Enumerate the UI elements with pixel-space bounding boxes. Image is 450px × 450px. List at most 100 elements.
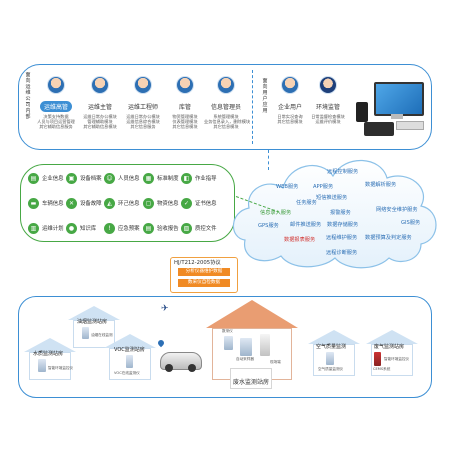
analyzer-device bbox=[374, 352, 381, 366]
monitoring-stations-panel bbox=[18, 296, 432, 398]
role-desc: 业务信息录入，删除模块 bbox=[204, 119, 251, 124]
monitor-icon bbox=[374, 82, 424, 116]
analyzer-device bbox=[260, 334, 270, 356]
cloud-service: 短信推送服务 bbox=[316, 195, 348, 201]
cloud-service: 报警服务 bbox=[330, 210, 351, 216]
module-label: 验收报告 bbox=[157, 226, 179, 232]
role-desc: 日常监督检查模块 bbox=[311, 114, 345, 119]
station-house bbox=[308, 330, 360, 376]
role-desc: 其它信息模块 bbox=[277, 119, 303, 124]
module-label: 运维计划 bbox=[42, 226, 64, 232]
module-item: ☺人员信息 bbox=[104, 172, 140, 184]
role-ops-executive: 运维高管 决策支持数据 人员与项目运营管理 其它辅助信息服务 bbox=[34, 76, 78, 129]
cloud-service: 远程控制服务 bbox=[327, 169, 359, 175]
module-label: 标准制度 bbox=[157, 176, 179, 182]
module-label: 证书信息 bbox=[195, 201, 217, 207]
cloud-service: 网络安全维护服务 bbox=[376, 207, 418, 213]
module-item: ▧质控文件 bbox=[181, 222, 217, 234]
device-icon: ▣ bbox=[66, 172, 77, 184]
alert-icon: ! bbox=[104, 222, 115, 234]
separator-dashes bbox=[252, 70, 253, 144]
station-sub: VOC在线监测仪 bbox=[114, 371, 140, 375]
module-label: 作业指导 bbox=[195, 176, 217, 182]
role-desc: 日常实况查询 bbox=[277, 114, 303, 119]
monitor-stand bbox=[391, 114, 403, 119]
building-icon: ▤ bbox=[28, 172, 39, 184]
station-sub: 现场端 bbox=[270, 360, 281, 364]
module-label: 应急预案 bbox=[118, 226, 140, 232]
cloud-service: 远程维护服务 bbox=[326, 235, 358, 241]
module-item: ▤企业信息 bbox=[28, 172, 64, 184]
module-item: ✓证书信息 bbox=[181, 197, 217, 209]
module-label: 物资信息 bbox=[157, 201, 179, 207]
cloud-service: 任务服务 bbox=[296, 200, 317, 206]
person-icon bbox=[176, 76, 194, 94]
role-ops-supervisor: 运维主管 运维日常办公模块 管理辅助模块 其它辅助信息模块 bbox=[78, 76, 122, 129]
person-icon bbox=[281, 76, 299, 94]
role-desc: 其它信息模块 bbox=[172, 124, 198, 129]
role-desc: 决策支持数据 bbox=[43, 114, 69, 119]
station-name: 废气监测站房 bbox=[374, 344, 405, 350]
info-modules-panel bbox=[20, 164, 235, 242]
protocol-line: 分析仪器维护数据 bbox=[178, 268, 230, 276]
role-desc: 运维日常办公模块 bbox=[83, 114, 117, 119]
role-warehouse: 库管 物资管理模块 仪表管理模块 其它信息模块 bbox=[163, 76, 207, 129]
station-name: 油烟监测站房 bbox=[77, 319, 108, 325]
person-icon bbox=[217, 76, 235, 94]
keyboard-icon bbox=[396, 121, 424, 130]
module-item: ▢物资信息 bbox=[143, 197, 179, 209]
role-desc: 运维评价模块 bbox=[315, 119, 341, 124]
role-desc: 人员与项目运营管理 bbox=[37, 119, 75, 124]
module-label: 质控文件 bbox=[195, 226, 217, 232]
user-side-label: 面向用户应用 bbox=[262, 78, 268, 114]
station-sub: 空气质量监测仪 bbox=[318, 367, 344, 371]
role-name: 库管 bbox=[174, 101, 195, 112]
tablet-icon bbox=[364, 122, 394, 136]
protocol-title: HJ/T212-2005协议 bbox=[174, 260, 221, 266]
cloud-service: 数据报表服务 bbox=[284, 237, 316, 243]
role-desc: 其它信息服务 bbox=[130, 124, 156, 129]
analyzer-device bbox=[82, 327, 89, 339]
role-desc: 仪表管理模块 bbox=[172, 119, 198, 124]
module-label: 知识库 bbox=[80, 226, 97, 232]
cloud-service: 邮件推送服务 bbox=[290, 222, 322, 228]
certificate-icon: ✓ bbox=[181, 197, 192, 209]
module-item: ✕设备故障 bbox=[66, 197, 102, 209]
file-icon: ▧ bbox=[181, 222, 192, 234]
bulb-icon: ● bbox=[66, 222, 77, 234]
internal-side-label: 面向运维公司内部 bbox=[25, 72, 31, 120]
calendar-icon: ▥ bbox=[28, 222, 39, 234]
module-item: ▬车辆信息 bbox=[28, 197, 64, 209]
connector-dashes bbox=[268, 150, 269, 170]
wrench-icon: ✕ bbox=[66, 197, 77, 209]
cloud-service: WEB服务 bbox=[276, 184, 299, 190]
station-sub: 智能环境监控仪 bbox=[384, 357, 410, 361]
cloud-service: 数据预算及判定服务 bbox=[365, 235, 412, 241]
cloud-service: GIS服务 bbox=[401, 220, 421, 226]
role-name: 企业用户 bbox=[273, 101, 306, 112]
cloud-service: 数据解析服务 bbox=[365, 182, 397, 188]
role-name: 信息管理员 bbox=[206, 101, 245, 112]
station-name: 废水监测站房 bbox=[233, 379, 270, 386]
protocol-line-text: 数采仪自检数据 bbox=[187, 280, 221, 285]
module-item: !应急预案 bbox=[104, 222, 140, 234]
module-label: 企业信息 bbox=[42, 176, 64, 182]
station-name: 水质监测站房 bbox=[33, 351, 64, 357]
station-sub: 智能环境监控仪 bbox=[48, 366, 74, 370]
protocol-line: 数采仪自检数据 bbox=[178, 279, 230, 287]
protocol-line-text: 分析仪器维护数据 bbox=[185, 269, 223, 274]
person-icon bbox=[134, 76, 152, 94]
analyzer-device bbox=[326, 352, 334, 365]
module-label: 人员信息 bbox=[118, 176, 140, 182]
sampler-device bbox=[240, 338, 252, 356]
role-name: 运维主管 bbox=[83, 101, 116, 112]
wheel-icon bbox=[165, 364, 173, 372]
role-enterprise-user: 企业用户 日常实况查询 其它信息模块 bbox=[268, 76, 312, 124]
module-label: 设备故障 bbox=[80, 201, 102, 207]
role-env-regulator: 环境监管 日常监督检查模块 运维评价模块 bbox=[306, 76, 350, 124]
cloud-service: GPS服务 bbox=[258, 223, 279, 229]
car-icon: ▬ bbox=[28, 197, 39, 209]
report-icon: ▤ bbox=[143, 222, 154, 234]
person-icon bbox=[91, 76, 109, 94]
role-desc: 系统管理模块 bbox=[213, 114, 239, 119]
